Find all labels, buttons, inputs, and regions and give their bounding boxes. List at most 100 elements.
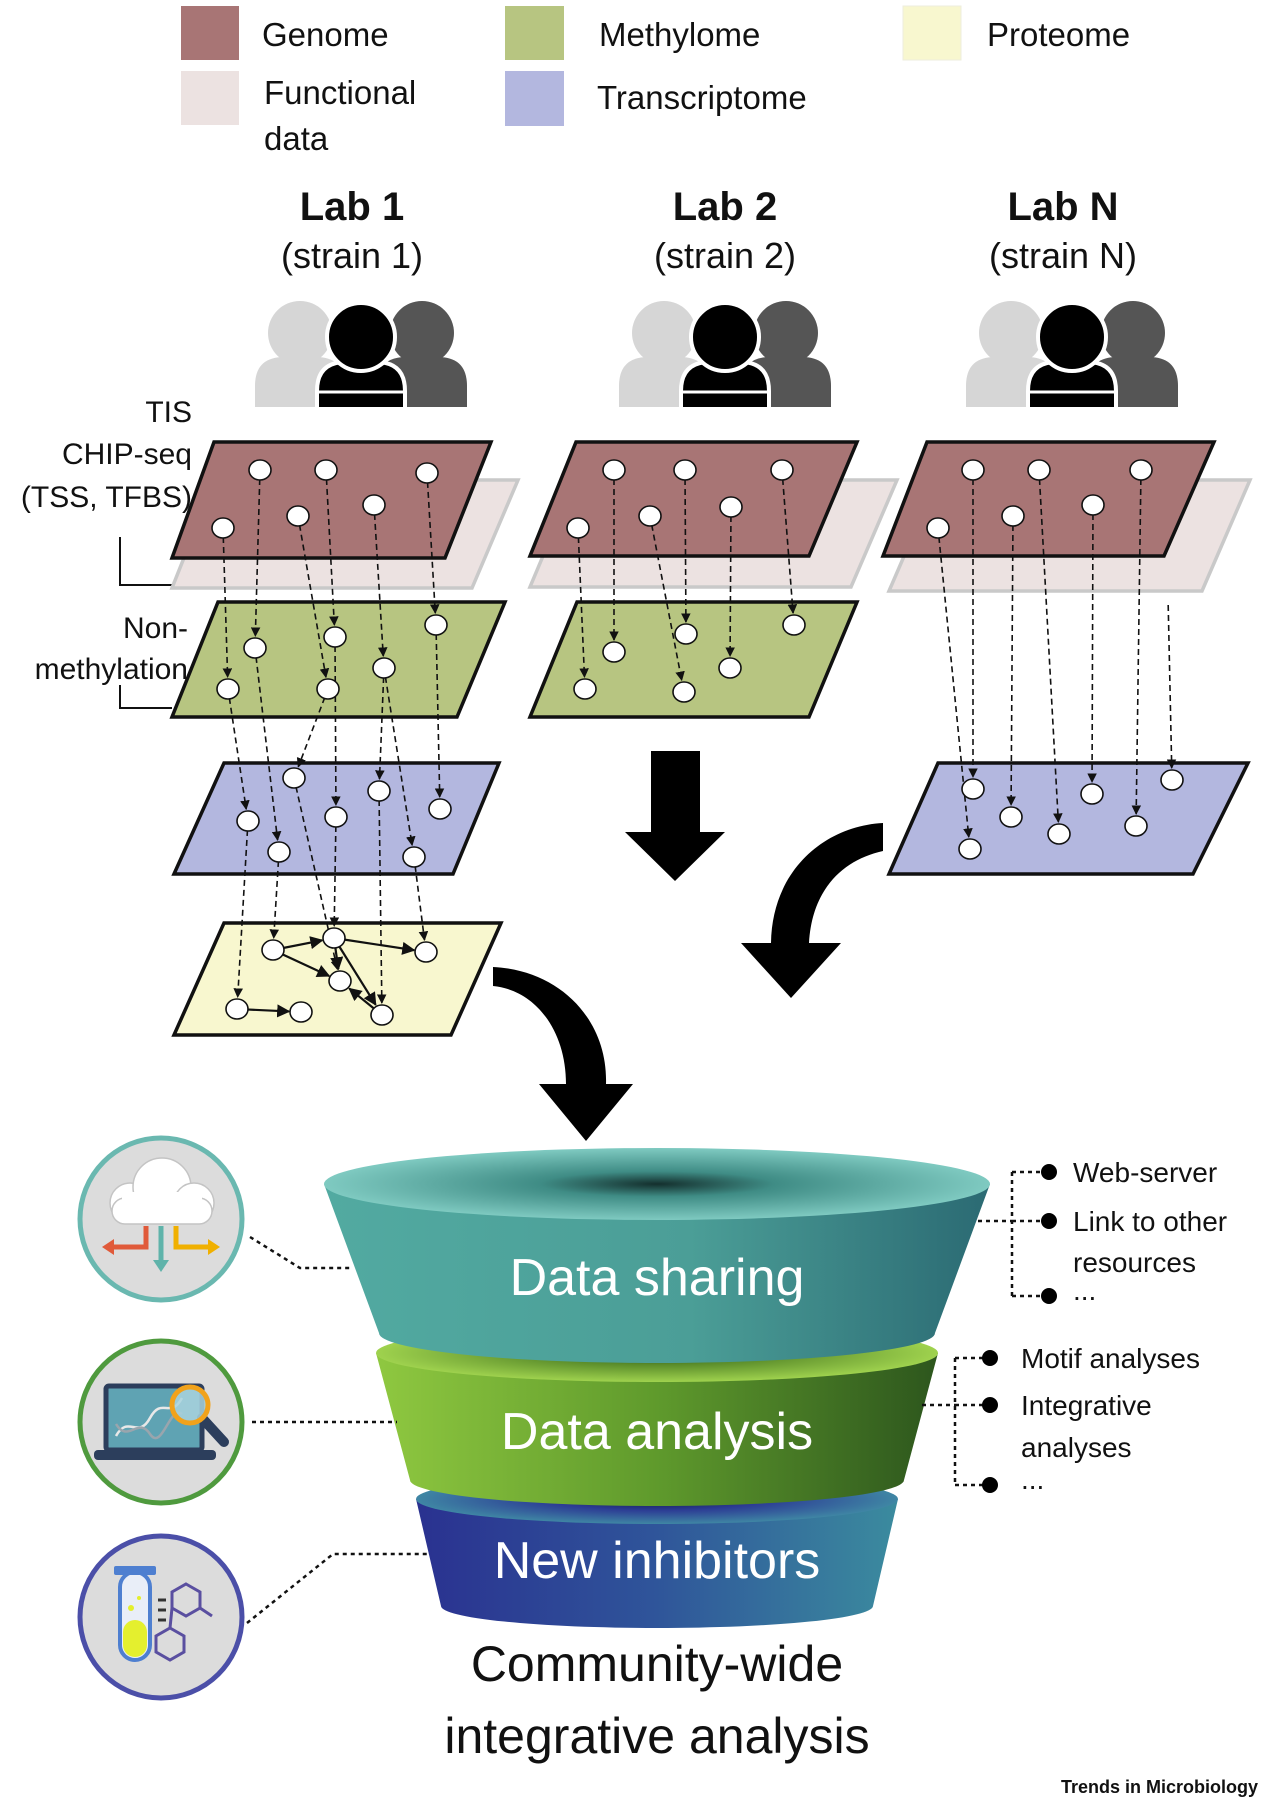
web-server-bullet: Web-server [1073, 1157, 1217, 1188]
layer-node [402, 846, 426, 868]
proteome-legend-label: Proteome [987, 16, 1130, 53]
transcriptome-legend-label: Transcriptome [597, 79, 807, 116]
layer-node [999, 806, 1023, 828]
layer-node [328, 970, 352, 992]
layer-node [286, 505, 310, 527]
layer-node [1047, 823, 1071, 845]
dashed-regulatory-arrow [650, 524, 685, 682]
layer-node [243, 637, 267, 659]
genome-swatch [181, 6, 239, 60]
data-analysis-bullets: Motif analyses Integrative analyses ... [922, 1343, 1200, 1495]
dashed-regulatory-arrow [577, 536, 589, 678]
dashed-regulatory-arrow [375, 676, 385, 780]
layer-node [236, 810, 260, 832]
layer-node [1081, 494, 1105, 516]
lab1-genome-layer [169, 440, 494, 560]
labN-curved-arrow [741, 823, 883, 998]
layer-node [719, 496, 743, 518]
layer-node [267, 841, 291, 863]
layer-node [602, 459, 626, 481]
dashed-regulatory-arrow [269, 860, 280, 939]
labN-subtitle: (strain N) [989, 235, 1137, 276]
legend: Genome Functional data Methylome Transcr… [181, 5, 1130, 157]
layer-node [323, 626, 347, 648]
dna-laptop-search-icon [77, 1338, 245, 1506]
journal-mark: Trends in Microbiology [1061, 1777, 1258, 1797]
integrative-analyses-bullet-line1: Integrative [1021, 1390, 1152, 1421]
layer-node [602, 641, 626, 663]
lab1-subtitle: (strain 1) [281, 235, 423, 276]
labN-genome-layer [880, 440, 1217, 558]
caption-line1: Community-wide [471, 1636, 843, 1692]
data-sharing-label: Data sharing [510, 1249, 805, 1307]
data-analysis-body [376, 1353, 938, 1506]
motif-analyses-bullet: Motif analyses [1021, 1343, 1200, 1374]
layer-node [424, 614, 448, 636]
layer-node [261, 939, 285, 961]
dashed-regulatory-arrow [1131, 478, 1142, 815]
layer-node [289, 1001, 313, 1023]
dashed-regulatory-arrow [781, 478, 798, 614]
layer-node [1124, 815, 1148, 837]
dashed-regulatory-arrow [1006, 524, 1016, 806]
icon-ring [77, 1533, 245, 1701]
lab-headers: Lab 1 (strain 1) Lab 2 (strain 2) Lab N … [281, 185, 1137, 276]
lab2-down-arrow [625, 751, 725, 881]
cloud-icon-connector [249, 1235, 352, 1270]
lab1-title: Lab 1 [300, 185, 404, 229]
data-analysis-more-bullet: ... [1021, 1464, 1044, 1495]
dashed-regulatory-arrow [1087, 513, 1097, 783]
functional-data-swatch [181, 71, 239, 125]
transcriptome-swatch [505, 71, 564, 126]
dashed-regulatory-arrow [250, 478, 261, 637]
dashed-regulatory-arrow [228, 697, 250, 811]
proteome-swatch [902, 5, 962, 61]
interaction-arrow [337, 945, 377, 1006]
interaction-arrow [330, 946, 344, 971]
dashed-regulatory-arrow [414, 865, 429, 942]
labN-team-icon [964, 299, 1180, 411]
lab2-subtitle: (strain 2) [654, 235, 796, 276]
dashed-regulatory-arrow [1166, 604, 1177, 769]
layer-node [1027, 459, 1051, 481]
layer-node [362, 494, 386, 516]
layer-node [324, 806, 348, 828]
labN-title: Lab N [1007, 185, 1118, 229]
interaction-arrow [280, 952, 331, 977]
dashed-regulatory-arrow [681, 478, 691, 623]
layer-node [961, 778, 985, 800]
new-inhibitors-stage: New inhibitors [416, 1474, 898, 1628]
dashed-regulatory-arrow [725, 515, 735, 657]
layer-node [638, 505, 662, 527]
cloud-sync-icon [77, 1135, 245, 1303]
layer-node [372, 657, 396, 679]
labN-transcriptome-layer [886, 761, 1251, 876]
layer-node [1160, 769, 1184, 791]
data-sharing-bullets: Web-server Link to other resources ... [978, 1157, 1227, 1306]
layer-node [314, 459, 338, 481]
regulatory-links [222, 478, 1177, 1018]
dashed-regulatory-arrow [329, 825, 340, 927]
dashed-regulatory-arrow [434, 633, 445, 798]
layer-node [248, 459, 272, 481]
dashed-regulatory-arrow [1038, 478, 1063, 823]
data-sharing-stage: Data sharing [324, 1148, 990, 1363]
lab1-methylome-layer [169, 600, 508, 719]
non-methylation-label-line1: Non- [123, 612, 188, 645]
layer-node [958, 838, 982, 860]
layer-node [282, 767, 306, 789]
dashed-regulatory-arrow [373, 513, 388, 657]
genome-legend-label: Genome [262, 16, 389, 53]
data-sharing-rim [324, 1148, 990, 1220]
methylome-legend-label: Methylome [599, 16, 760, 53]
functional-legend-label-line2: data [264, 120, 329, 157]
dashed-regulatory-arrow [331, 645, 341, 806]
layer-node [428, 798, 452, 820]
layer-node [1129, 459, 1153, 481]
layer-node [370, 1004, 394, 1026]
dashed-regulatory-arrow [384, 676, 416, 847]
layer-node [718, 657, 742, 679]
layer-node [1001, 505, 1025, 527]
layer-node [566, 517, 590, 539]
